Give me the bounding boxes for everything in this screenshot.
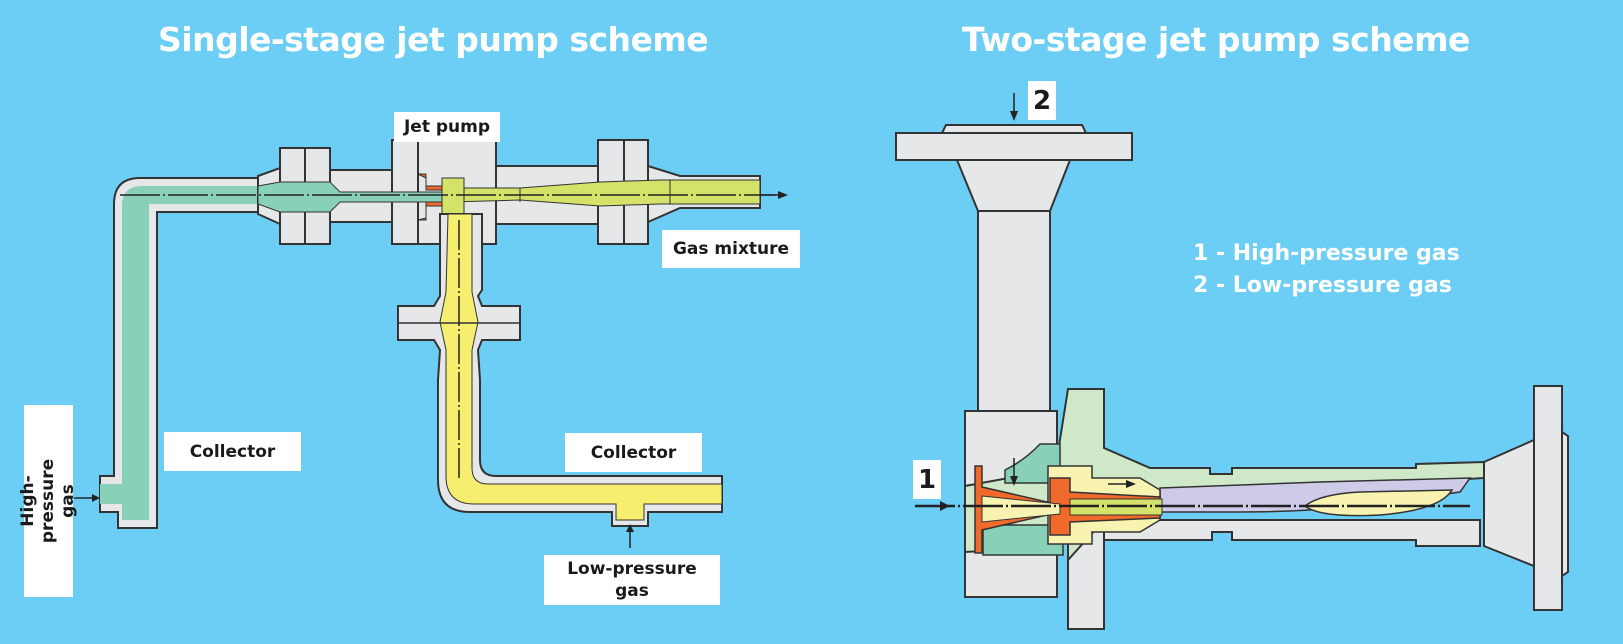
two-stage-title: Two-stage jet pump scheme — [962, 20, 1470, 59]
outlet-cone — [1483, 438, 1535, 568]
hp-inlet-arrow-icon-2 — [940, 501, 950, 511]
lp-inlet-stem — [977, 210, 1051, 422]
lp-inlet-lip — [940, 124, 1088, 134]
jet-pump-label: Jet pump — [394, 112, 500, 142]
lp-inlet-cone — [955, 159, 1072, 212]
legend-item-1: 1 - High-pressure gas — [1193, 241, 1460, 266]
collector-right-label: Collector — [565, 433, 702, 472]
right-flow-arrow-icon — [1126, 480, 1136, 488]
legend-item-2: 2 - Low-pressure gas — [1193, 273, 1452, 298]
legend: 1 - High-pressure gas 2 - Low-pressure g… — [1193, 238, 1460, 302]
collector-left-label: Collector — [164, 432, 301, 471]
marker-1: 1 — [913, 460, 941, 499]
lp-inlet-arrow-icon-2 — [1010, 111, 1018, 121]
lp-inlet-arrow-icon — [626, 524, 634, 532]
lp-pipe-flow — [439, 213, 723, 521]
marker-2: 2 — [1028, 81, 1056, 120]
hp-inlet-arrow-icon — [92, 494, 100, 502]
hp-collector-flow — [100, 186, 258, 520]
single-stage-title: Single-stage jet pump scheme — [158, 20, 709, 59]
outlet-flange — [1533, 385, 1563, 611]
low-pressure-gas-label: Low-pressure gas — [544, 555, 720, 605]
high-pressure-gas-label: High-pressure gas — [19, 405, 79, 597]
down-flow-arrow-icon — [1010, 476, 1018, 486]
outlet-arrow-icon — [778, 191, 788, 199]
lp-inlet-flange — [895, 132, 1133, 161]
gas-mixture-label: Gas mixture — [662, 230, 800, 268]
lp-pipe-wall — [397, 213, 723, 527]
